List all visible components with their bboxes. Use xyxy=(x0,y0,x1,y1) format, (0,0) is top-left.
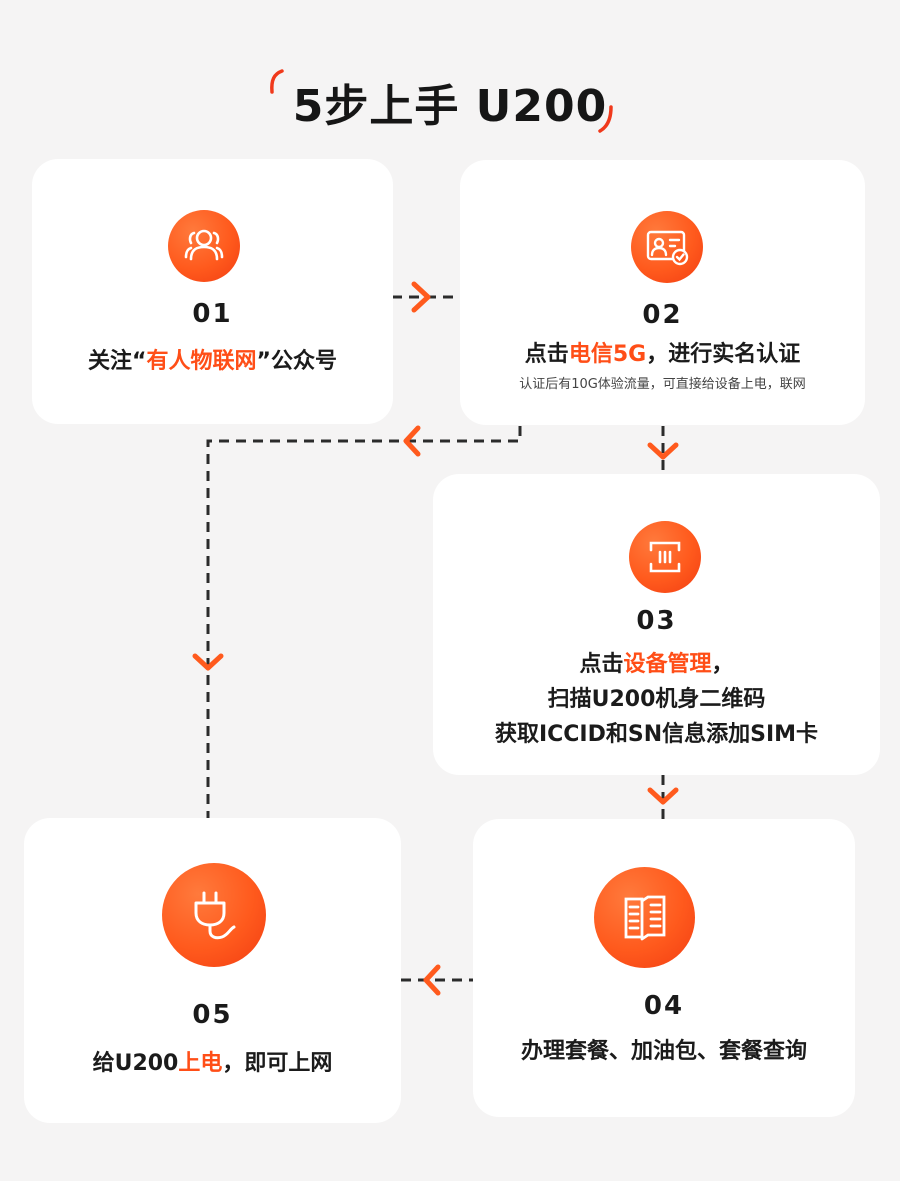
step-card-05: 05 给U200上电，即可上网 xyxy=(24,818,401,1123)
highlight-text: 上电 xyxy=(178,1051,222,1076)
step-number: 04 xyxy=(473,991,855,1021)
step-note: 认证后有10G体验流量，可直接给设备上电，联网 xyxy=(460,373,865,392)
highlight-text: 有人物联网 xyxy=(146,349,256,374)
document-list-icon xyxy=(614,887,676,949)
step-text: 办理套餐、加油包、套餐查询 xyxy=(473,1033,855,1065)
step-icon-circle xyxy=(162,863,266,967)
users-icon xyxy=(181,223,227,269)
step-icon-circle xyxy=(594,867,695,968)
step-text: 关注“有人物联网”公众号 xyxy=(32,343,393,375)
step-icon-circle xyxy=(631,211,703,283)
step-card-01: 01 关注“有人物联网”公众号 xyxy=(32,159,393,424)
step-number: 03 xyxy=(433,606,880,636)
step-icon-circle xyxy=(168,210,240,282)
highlight-text: 电信5G xyxy=(569,342,646,367)
id-card-check-icon xyxy=(642,222,692,272)
step-text: 点击设备管理， xyxy=(433,646,880,678)
step-card-03: 03 点击设备管理， 扫描U200机身二维码 获取ICCID和SN信息添加SIM… xyxy=(433,474,880,775)
step-number: 05 xyxy=(24,1000,401,1030)
step-icon-circle xyxy=(629,521,701,593)
scan-icon xyxy=(643,535,687,579)
step-text: 点击电信5G，进行实名认证 xyxy=(460,336,865,368)
step-number: 02 xyxy=(460,300,865,330)
step-text: 给U200上电，即可上网 xyxy=(24,1045,401,1077)
step-text: 获取ICCID和SN信息添加SIM卡 xyxy=(433,716,880,748)
step-number: 01 xyxy=(32,299,393,329)
step-text: 扫描U200机身二维码 xyxy=(433,681,880,713)
power-plug-icon xyxy=(182,883,246,947)
highlight-text: 设备管理 xyxy=(623,652,711,677)
step-card-04: 04 办理套餐、加油包、套餐查询 xyxy=(473,819,855,1117)
step-card-02: 02 点击电信5G，进行实名认证 认证后有10G体验流量，可直接给设备上电，联网 xyxy=(460,160,865,425)
